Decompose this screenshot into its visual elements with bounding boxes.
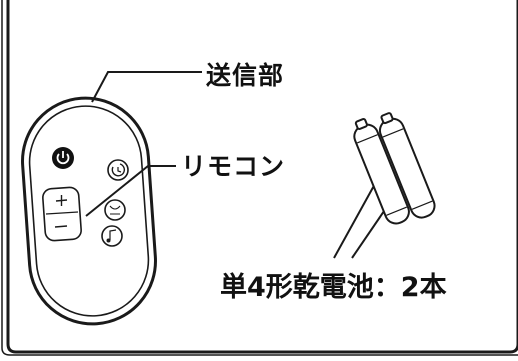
speed-rocker — [42, 186, 82, 242]
remote-label: リモコン — [181, 152, 286, 181]
battery-label: 単4形乾電池：2本 — [220, 272, 447, 303]
swing-icon — [104, 199, 126, 221]
timer-icon — [107, 159, 129, 181]
plus-icon — [55, 195, 68, 206]
minus-icon — [54, 225, 68, 228]
remote-control — [21, 96, 157, 326]
music-icon — [101, 225, 123, 247]
aaa-batteries — [353, 112, 436, 225]
transmitter-label: 送信部 — [206, 61, 285, 90]
power-icon — [52, 147, 74, 169]
